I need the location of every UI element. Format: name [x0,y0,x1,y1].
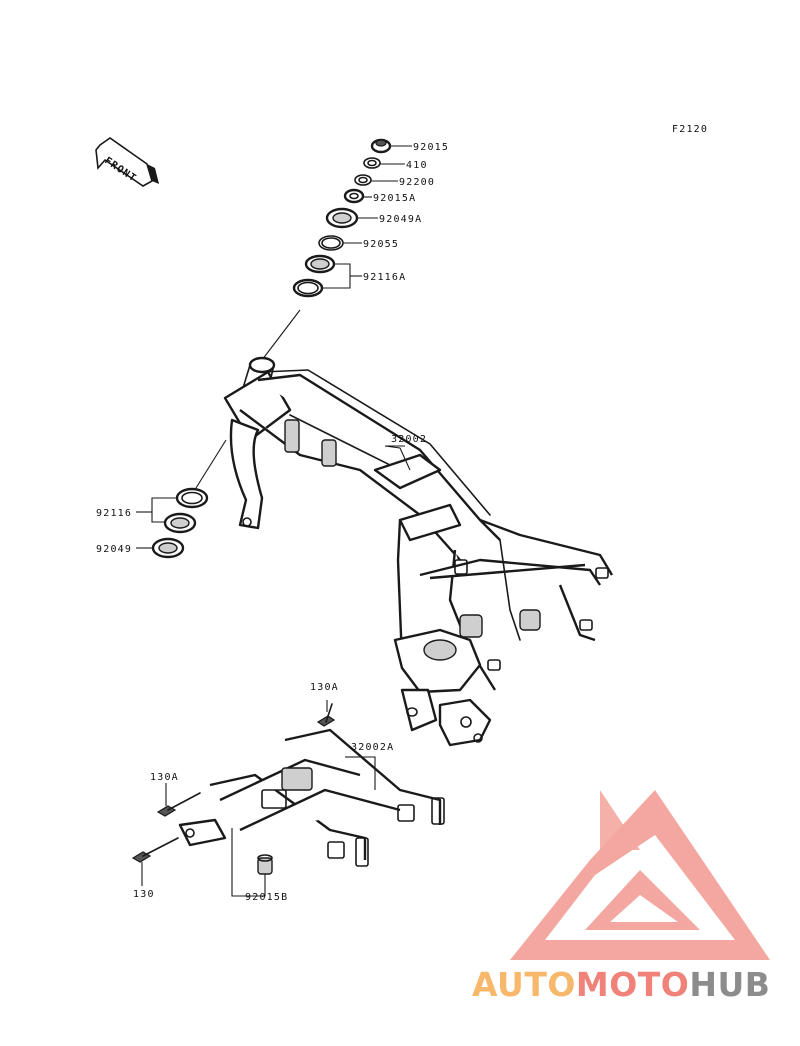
lower-cradle-32002a [178,728,445,875]
label-92015: 92015 [413,142,449,153]
label-92049a: 92049A [379,214,422,225]
watermark-moto: MOTO [576,965,689,1004]
label-32002a: 32002A [351,742,394,753]
leader-lines-top [261,145,412,361]
front-arrow-icon: FRONT [95,137,159,187]
label-130: 130 [133,889,155,900]
label-92049: 92049 [96,544,132,555]
label-32002: 32002 [391,434,427,445]
watermark-text: AUTOMOTOHUB [472,965,770,1004]
main-frame-32002 [223,356,614,747]
bolt-130a-top-icon [316,700,336,727]
label-92015b: 92015B [245,892,288,903]
watermark-auto: AUTO [472,965,576,1004]
lower-bearings [136,439,227,559]
label-92200: 92200 [399,177,435,188]
label-92015a: 92015A [373,193,416,204]
leader-92015b [231,828,266,897]
bolt-130-icon [131,837,179,886]
label-410: 410 [406,160,428,171]
label-92055: 92055 [363,239,399,250]
label-130a-top: 130A [310,682,339,693]
label-130a-left: 130A [150,772,179,783]
bolt-130a-left-icon [156,783,201,817]
label-92116a: 92116A [363,272,406,283]
reference-code: F2120 [672,124,708,135]
automotohub-logo-icon [510,790,770,960]
watermark-hub: HUB [689,965,770,1004]
label-92116: 92116 [96,508,132,519]
